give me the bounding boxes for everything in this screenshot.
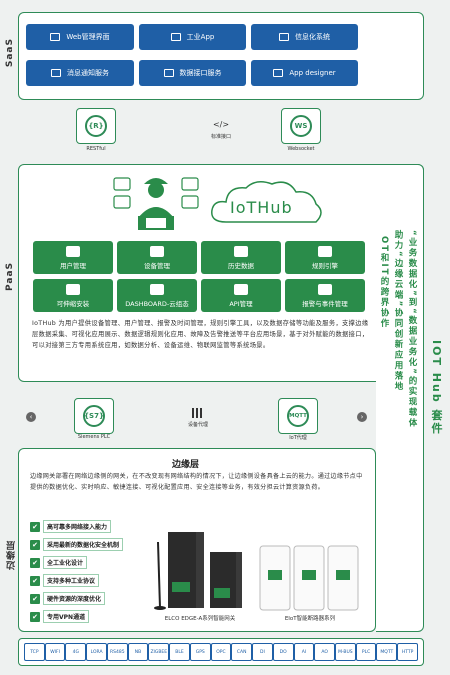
scale-icon xyxy=(66,283,80,295)
edge-gateway-caption: ELCO EDGE-A系列智能网关 xyxy=(164,616,236,622)
database-icon xyxy=(234,245,248,257)
feature-item: ✔高可靠多网络接入能力 xyxy=(30,520,112,533)
web-admin-button[interactable]: Web管理界面 xyxy=(26,24,134,50)
mqtt-caption: IoT代理 xyxy=(289,435,307,441)
data-interface-button[interactable]: 数据接口服务 xyxy=(139,60,246,86)
feature-item: ✔采用最新的数据化安全机制 xyxy=(30,538,124,551)
saas-label: SaaS xyxy=(5,38,15,68)
protocol-icon: 4G xyxy=(65,643,87,661)
history-data-button[interactable]: 历史数据 xyxy=(201,241,281,274)
mail-icon xyxy=(279,33,289,41)
s7-protocol: {S7} xyxy=(74,398,114,434)
app-designer-button[interactable]: App designer xyxy=(251,60,358,86)
code-icon: </> xyxy=(212,120,230,129)
app-icon xyxy=(170,33,181,41)
websocket-caption: Websocket xyxy=(287,146,315,152)
cloud-icon xyxy=(211,181,322,223)
sidebar-line3: OT和IT的跨界协作 xyxy=(379,236,389,329)
alarm-icon xyxy=(318,283,332,295)
paas-label: PaaS xyxy=(5,262,15,291)
sidebar-line2: 助力“边缘云端”协同创新应用落地 xyxy=(393,230,403,393)
database-icon xyxy=(163,69,174,77)
mqtt-protocol: MQTT xyxy=(278,398,318,434)
flag-icon xyxy=(318,245,332,257)
paas-description: IoTHub 为用户提供设备管理、用户管理、报警及时间管理，规则引擎工具，以及数… xyxy=(32,320,369,349)
protocol-icon: MQTT xyxy=(376,643,398,661)
circuit-breaker-image xyxy=(259,545,359,611)
user-management-button[interactable]: 用户管理 xyxy=(33,241,113,274)
edge-label: 边缘层 xyxy=(7,540,17,570)
sidebar-panel xyxy=(376,164,424,632)
rule-engine-button[interactable]: 规则引擎 xyxy=(285,241,365,274)
alarm-event-button[interactable]: 报警与事件管理 xyxy=(285,279,365,312)
protocol-icon: WIFI xyxy=(44,643,66,661)
speaker-icon xyxy=(51,69,61,77)
protocol-icon: BLE xyxy=(169,643,190,661)
protocol-icon: GPS xyxy=(189,643,211,661)
protocol-icon: NB xyxy=(127,643,149,661)
arrow-left-icon[interactable]: ‹ xyxy=(26,412,36,422)
check-icon: ✔ xyxy=(30,611,40,622)
scalable-install-button[interactable]: 可伸缩安装 xyxy=(33,279,113,312)
dashboard-button[interactable]: DASHBOARD-云组态 xyxy=(117,279,197,312)
edge-title: 边缘层 xyxy=(172,460,200,470)
notification-service-button[interactable]: 消息通知服务 xyxy=(26,60,134,86)
api-icon xyxy=(234,283,248,295)
check-icon: ✔ xyxy=(30,539,40,550)
industrial-app-button[interactable]: 工业App xyxy=(139,24,246,50)
protocol-icon: ZIGBEE xyxy=(148,643,170,661)
protocol-icon: AO xyxy=(314,643,336,661)
engineer-illustration xyxy=(113,177,199,230)
device-proxy-caption: 设备代理 xyxy=(187,422,208,428)
check-icon: ✔ xyxy=(30,521,40,532)
info-system-button[interactable]: 信息化系统 xyxy=(251,24,358,50)
sidebar-line1: “业务数据化”到“数据业务化”的实现载体 xyxy=(407,230,417,429)
protocol-icon: PLC xyxy=(355,643,377,661)
protocol-icon: HTTP xyxy=(397,643,418,661)
device-proxy-icon xyxy=(192,408,202,418)
check-icon: ✔ xyxy=(30,557,40,568)
protocol-icon: LORA xyxy=(86,643,107,661)
sidebar-title: IOT Hub 套件 xyxy=(430,340,443,436)
edge-gateway-image xyxy=(154,532,242,610)
protocol-icon: DI xyxy=(252,643,273,661)
protocol-icon: OPC xyxy=(210,643,232,661)
iothub-logo: IoTHub xyxy=(230,198,293,217)
restful-caption: RESTful xyxy=(86,146,106,152)
mqtt-icon: MQTT xyxy=(287,405,309,427)
design-icon xyxy=(273,69,284,77)
protocol-icon: M-BUS xyxy=(335,643,356,661)
users-icon xyxy=(66,245,80,257)
device-management-button[interactable]: 设备管理 xyxy=(117,241,197,274)
websocket-icon: WS xyxy=(290,115,312,137)
feature-item: ✔专用VPN通道 xyxy=(30,610,90,623)
protocol-icon: RS485 xyxy=(106,643,128,661)
feature-item: ✔支持多种工业协议 xyxy=(30,574,100,587)
feature-item: ✔全工业化设计 xyxy=(30,556,88,569)
protocol-icon: TCP xyxy=(24,643,45,661)
check-icon: ✔ xyxy=(30,575,40,586)
s7-caption: Siemens PLC xyxy=(77,434,111,440)
device-icon xyxy=(150,245,164,257)
api-management-button[interactable]: API管理 xyxy=(201,279,281,312)
edge-description: 边缘网关部署在网络边缘侧的网关，在不改变现有网络结构的情况下，让边缘侧设备具备上… xyxy=(30,473,363,491)
standard-interface-caption: 标准接口 xyxy=(210,134,231,140)
s7-icon: {S7} xyxy=(83,405,105,427)
restful-icon: {R} xyxy=(85,115,107,137)
protocol-icon: DO xyxy=(272,643,294,661)
check-icon: ✔ xyxy=(30,593,40,604)
monitor-icon xyxy=(50,33,61,41)
gauge-icon xyxy=(150,283,164,295)
feature-item: ✔硬件资源的深度优化 xyxy=(30,592,106,605)
restful-interface: {R} xyxy=(76,108,116,144)
websocket-interface: WS xyxy=(281,108,321,144)
protocol-icon: CAN xyxy=(231,643,253,661)
circuit-breaker-caption: EIoT智能断路器系列 xyxy=(284,616,336,622)
arrow-right-icon[interactable]: › xyxy=(357,412,367,422)
protocol-icon: AI xyxy=(293,643,315,661)
